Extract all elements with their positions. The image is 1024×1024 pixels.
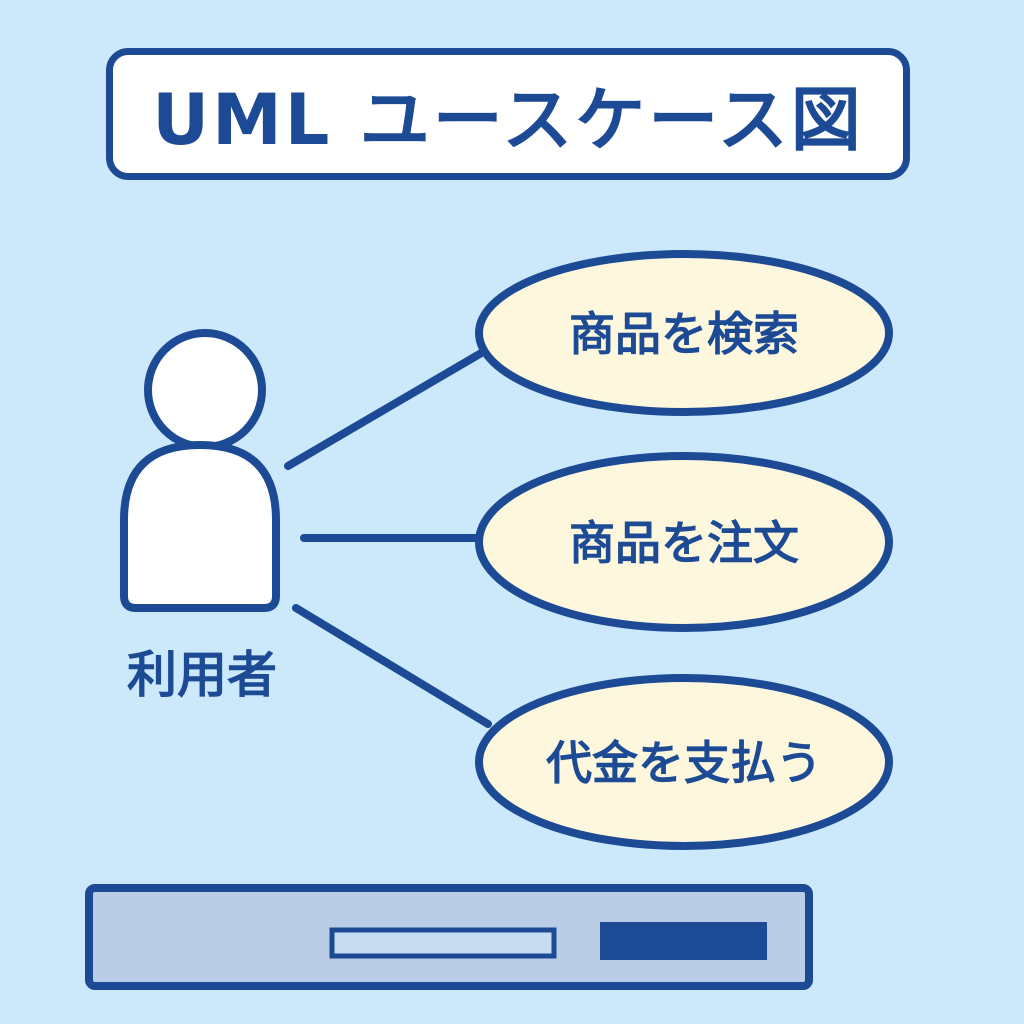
use-case-label: 商品を検索	[569, 307, 799, 361]
title-box: UML ユースケース図	[106, 48, 910, 180]
actor-label: 利用者	[127, 646, 277, 704]
use-case-label: 商品を注文	[569, 516, 799, 570]
actor: 利用者	[120, 329, 280, 704]
use-case-pay: 代金を支払う	[475, 674, 893, 850]
use-case-search: 商品を検索	[475, 250, 893, 416]
bar-input-slot	[329, 927, 557, 959]
bar-dark-block	[600, 922, 767, 960]
association-line-pay	[292, 604, 492, 728]
use-case-order: 商品を注文	[475, 452, 893, 632]
bottom-bar	[85, 884, 813, 990]
diagram-title: UML ユースケース図	[152, 78, 864, 161]
association-line-search	[284, 348, 487, 470]
use-case-label: 代金を支払う	[545, 736, 822, 790]
person-icon	[120, 329, 280, 612]
